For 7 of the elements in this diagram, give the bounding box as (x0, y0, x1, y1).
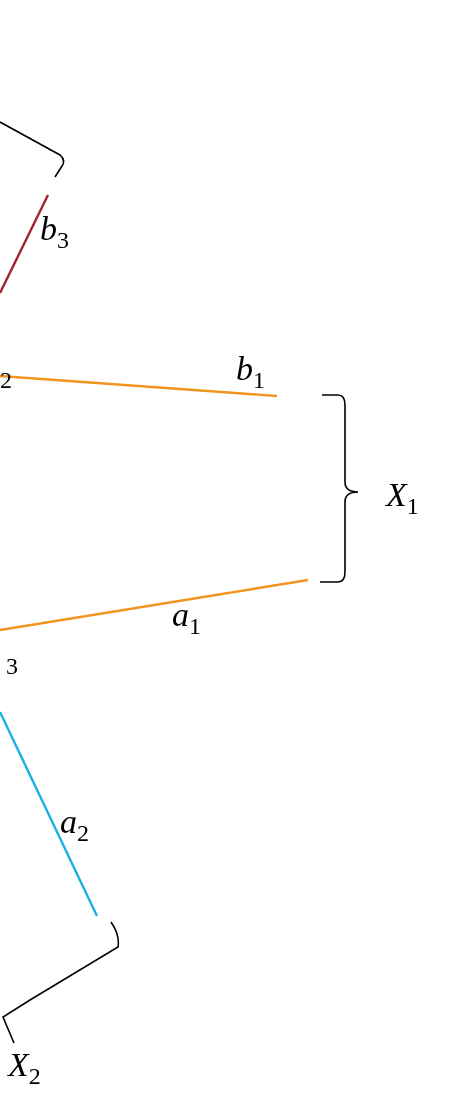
line-label: 3 (6, 652, 18, 679)
line-label: b$_{3}$ (40, 212, 69, 253)
line-label: a$_{1}$ (172, 598, 201, 639)
line-label: b$_{1}$ (236, 352, 265, 393)
line-label: a$_{2}$ (60, 805, 89, 846)
line-label: X$_{2}$ (8, 1048, 41, 1089)
line-label: X$_{1}$ (386, 478, 419, 519)
